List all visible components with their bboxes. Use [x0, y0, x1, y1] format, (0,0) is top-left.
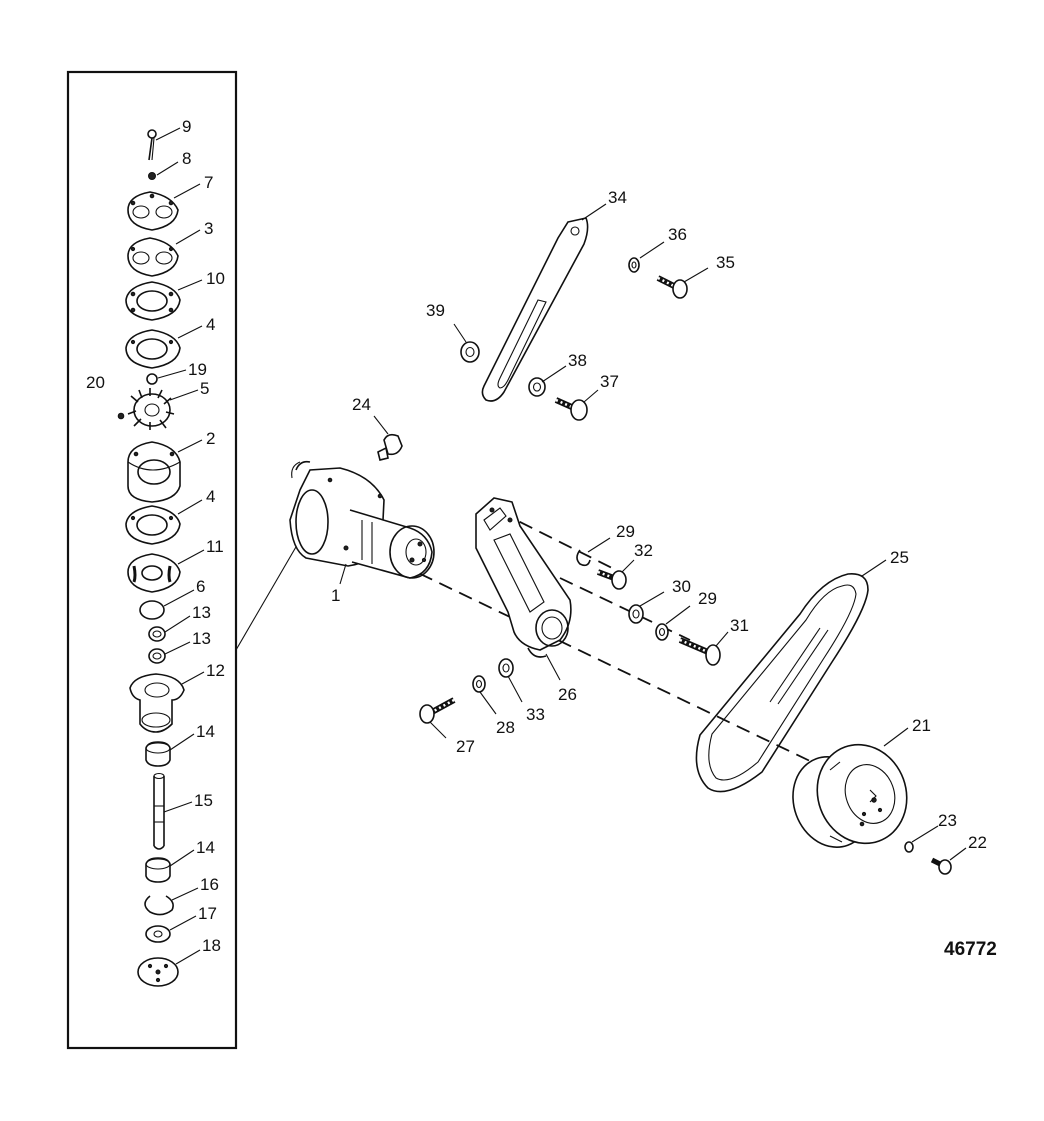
callout-38: 38 [568, 351, 587, 370]
callout-19: 19 [188, 360, 207, 379]
callout-13-upper: 13 [192, 603, 211, 622]
callout-39: 39 [426, 301, 445, 320]
main-leader-lines [339, 203, 967, 861]
part-11-plate [127, 553, 181, 593]
part-32-bolt [596, 569, 627, 590]
part-13-seal-upper [148, 626, 166, 642]
part-29-lockwasher-lower [655, 623, 669, 641]
part-21-pulley [792, 743, 908, 848]
part-36-nut [628, 257, 640, 273]
inset-panel-frame [66, 70, 238, 1050]
callout-13-lower: 13 [192, 629, 211, 648]
part-7-plate [127, 191, 179, 231]
callout-31: 31 [730, 616, 749, 635]
inset-connector-line [235, 539, 301, 651]
callout-22: 22 [968, 833, 987, 852]
part-34-strap [481, 217, 589, 402]
part-22-bolt [930, 857, 952, 875]
callout-12: 12 [206, 661, 225, 680]
callout-29-lower: 29 [698, 589, 717, 608]
callout-6: 6 [196, 577, 205, 596]
callout-21: 21 [912, 716, 931, 735]
callout-33: 33 [526, 705, 545, 724]
callout-34: 34 [608, 188, 627, 207]
callout-15: 15 [194, 791, 213, 810]
centerline-pump-to-pulley [359, 544, 861, 786]
part-3-gasket [127, 237, 179, 277]
part-18-end-cap [137, 957, 179, 987]
part-30-washer [628, 604, 644, 624]
callout-18: 18 [202, 936, 221, 955]
callout-5: 5 [200, 379, 209, 398]
callout-14-lower: 14 [196, 838, 215, 857]
part-17-washer [145, 925, 171, 943]
callout-9: 9 [182, 117, 191, 136]
callout-24: 24 [352, 395, 371, 414]
part-28-lockwasher [472, 675, 486, 693]
part-19-ring [146, 373, 158, 385]
part-4-gasket-lower [125, 505, 181, 545]
part-23-washer [904, 841, 914, 853]
part-26-bracket [475, 497, 572, 658]
part-38-washer [528, 377, 546, 397]
callout-32: 32 [634, 541, 653, 560]
part-9-pin [147, 129, 157, 161]
part-13-seal-lower [148, 648, 166, 664]
callout-35: 35 [716, 253, 735, 272]
part-14-bearing-lower [145, 857, 171, 883]
part-29-lockwasher-upper [576, 549, 591, 567]
callout-36: 36 [668, 225, 687, 244]
callout-4-upper: 4 [206, 315, 215, 334]
callout-26: 26 [558, 685, 577, 704]
callout-29-upper: 29 [616, 522, 635, 541]
callout-25: 25 [890, 548, 909, 567]
part-37-bolt [554, 397, 588, 421]
callout-1: 1 [331, 586, 340, 605]
part-2-housing [127, 441, 181, 503]
part-16-snap-ring [144, 895, 174, 916]
part-15-shaft [153, 772, 165, 850]
part-20-key [117, 412, 125, 420]
part-8-ball [148, 172, 156, 180]
callout-20: 20 [86, 373, 105, 392]
callout-2: 2 [206, 429, 215, 448]
part-35-bolt [656, 275, 688, 299]
part-39-nut [460, 341, 480, 363]
part-25-belt [695, 573, 869, 793]
callout-14-upper: 14 [196, 722, 215, 741]
part-1-pump-assembly [289, 460, 435, 579]
callout-11: 11 [206, 537, 224, 556]
callout-37: 37 [600, 372, 619, 391]
callout-7: 7 [204, 173, 213, 192]
centerline-bracket-lower [559, 577, 691, 641]
centerline-bracket-upper [499, 511, 621, 573]
figure-number: 46772 [944, 939, 997, 960]
part-27-bolt [419, 697, 456, 724]
part-33-washer [498, 658, 514, 678]
callout-8: 8 [182, 149, 191, 168]
callout-27: 27 [456, 737, 475, 756]
callout-17: 17 [198, 904, 217, 923]
inset-leader-lines [155, 127, 205, 965]
callout-23: 23 [938, 811, 957, 830]
part-12-pump-body [129, 673, 185, 733]
part-4-gasket-upper [125, 329, 181, 369]
part-6-o-ring [139, 600, 165, 620]
callout-28: 28 [496, 718, 515, 737]
callout-16: 16 [200, 875, 219, 894]
callout-4-lower: 4 [206, 487, 215, 506]
callout-10: 10 [206, 269, 225, 288]
part-24-fitting [377, 433, 403, 461]
part-10-plate [125, 281, 181, 321]
part-5-impeller [127, 388, 175, 430]
callout-30: 30 [672, 577, 691, 596]
callout-3: 3 [204, 219, 213, 238]
part-14-bearing-upper [145, 741, 171, 767]
part-31-bolt [678, 637, 721, 666]
